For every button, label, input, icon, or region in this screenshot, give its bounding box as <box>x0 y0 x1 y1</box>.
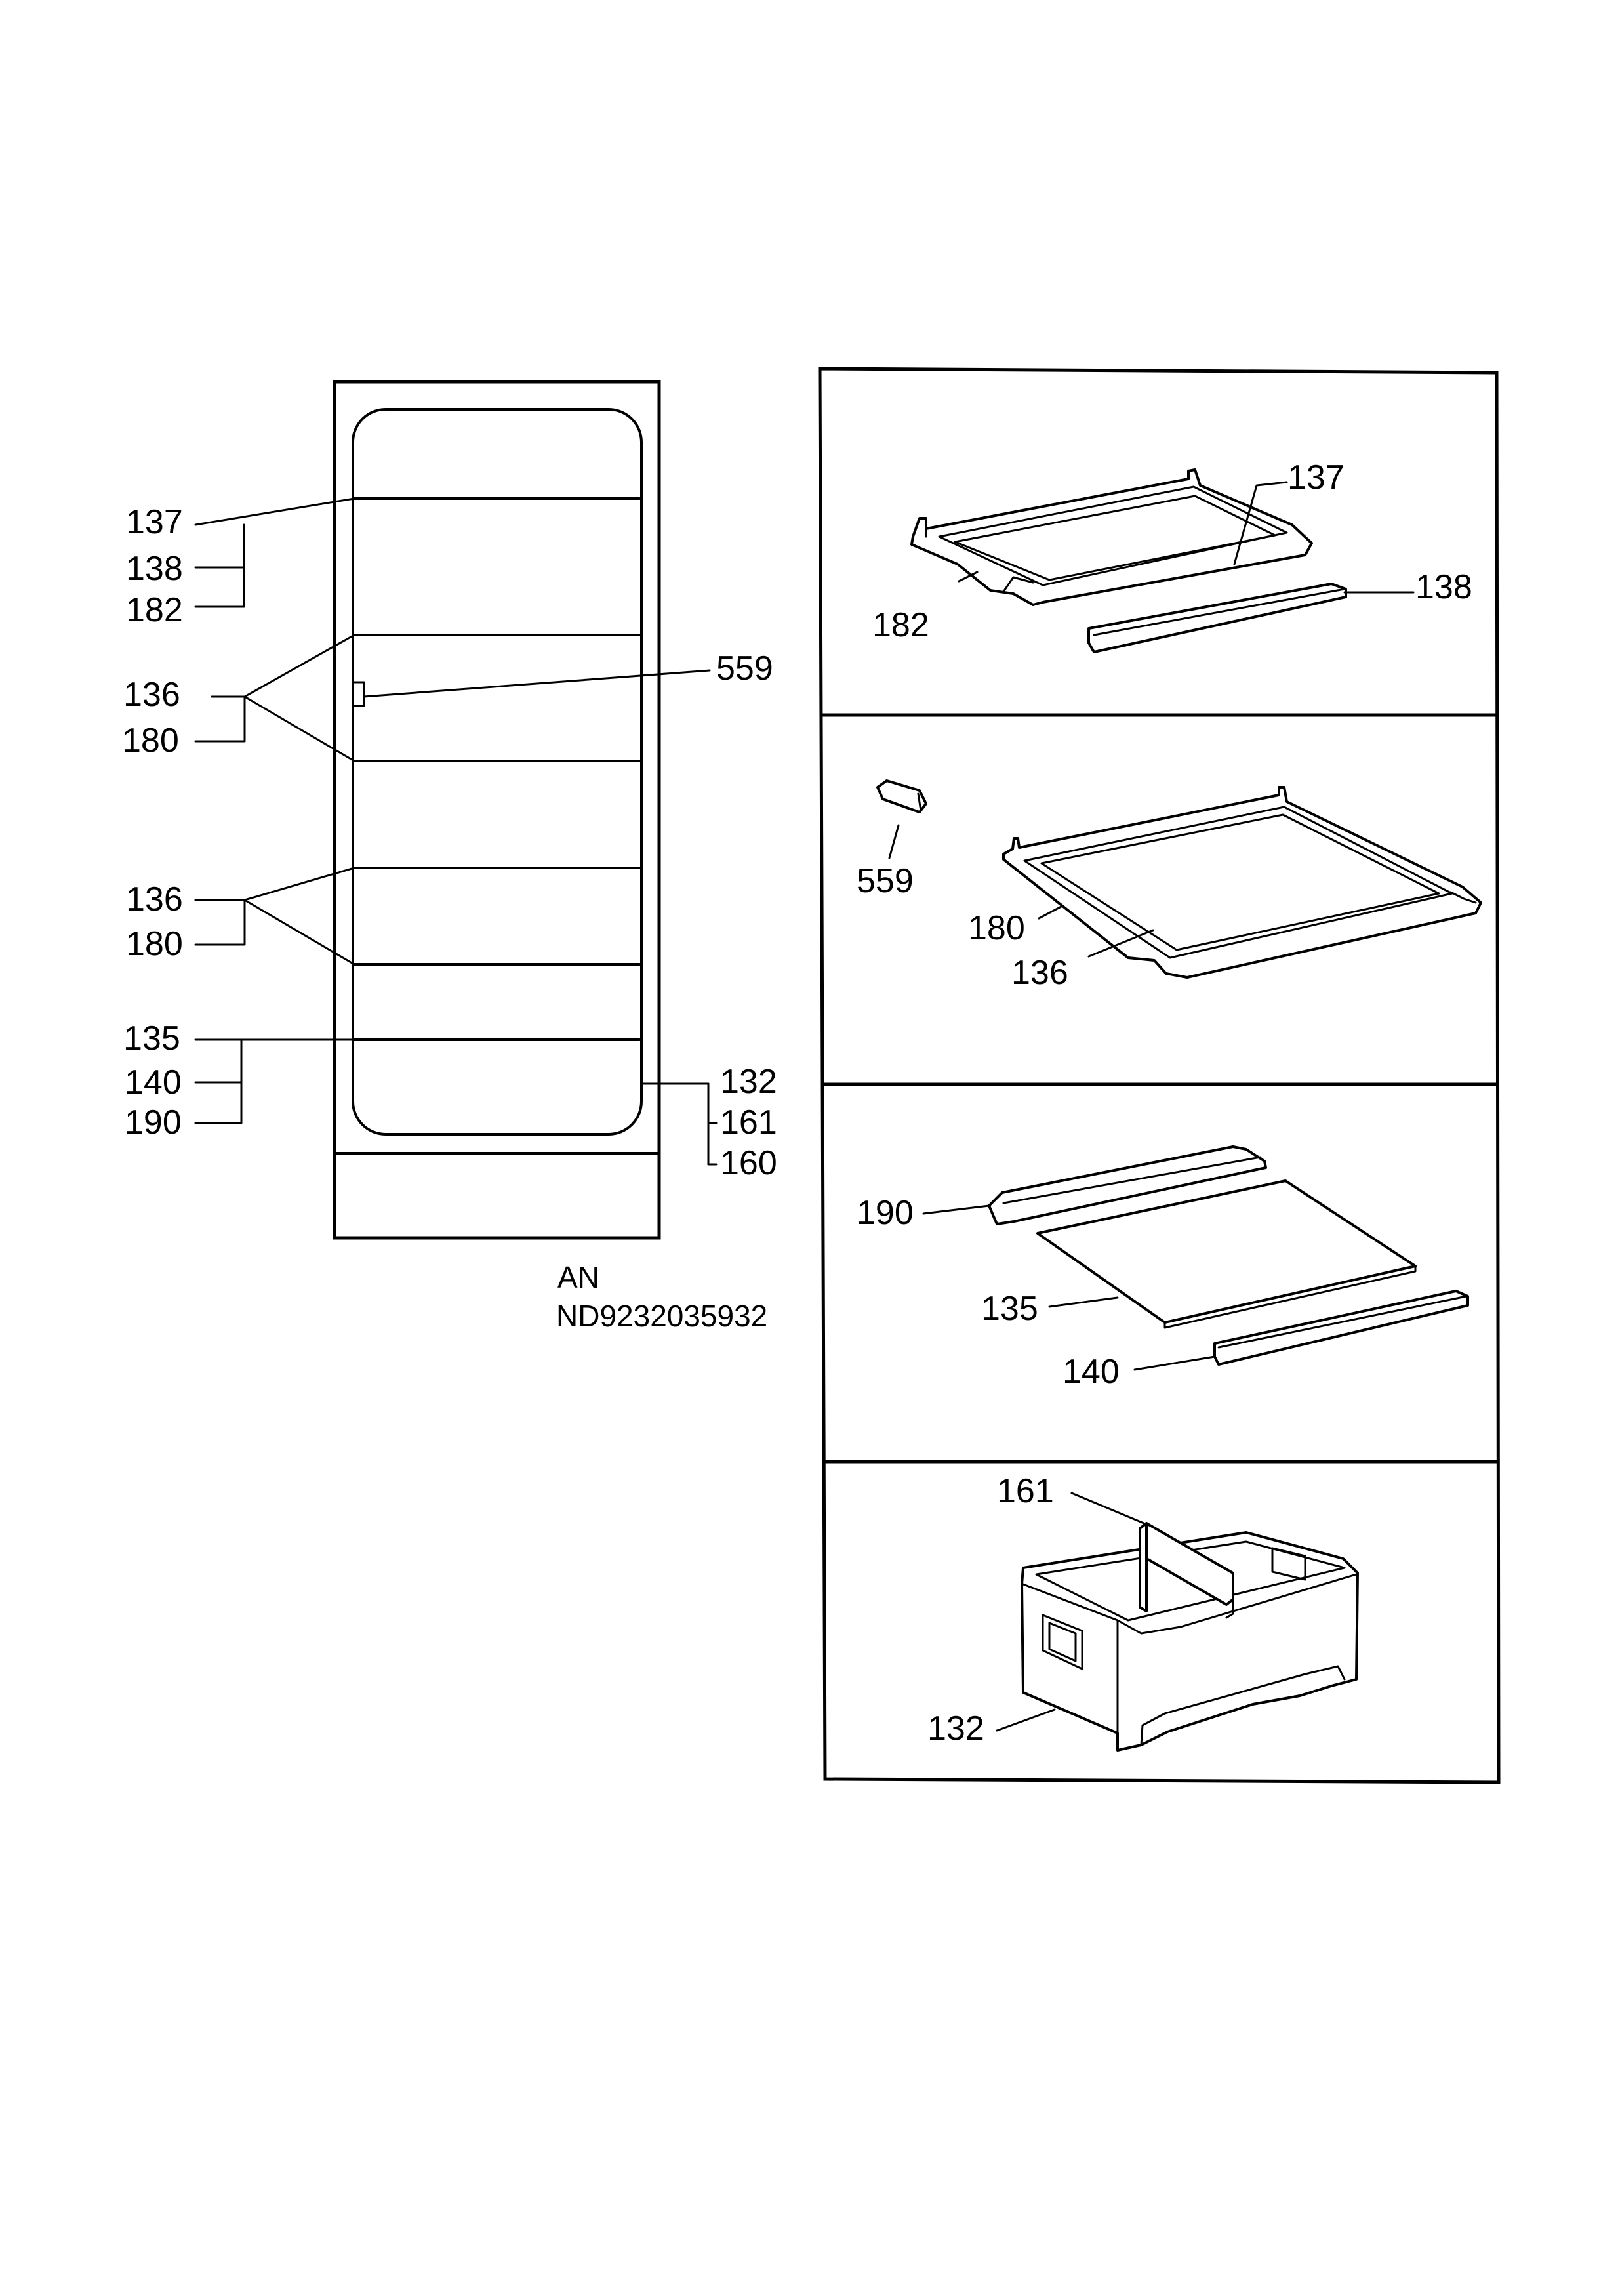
p2-label-180: 180 <box>968 909 1025 947</box>
ov-label-190: 190 <box>125 1103 182 1141</box>
ov-label-136-upper: 136 <box>123 676 180 714</box>
p3-label-135: 135 <box>981 1290 1038 1328</box>
exploded-panels: 137 182 138 559 180 136 <box>818 367 1501 1784</box>
p4-label-132: 132 <box>927 1710 984 1748</box>
cabinet-outline <box>333 380 661 1240</box>
ov-label-160: 160 <box>720 1144 777 1182</box>
shelf-frame-180-drawing <box>1002 786 1482 979</box>
p2-label-559: 559 <box>857 862 914 900</box>
overview-leaders <box>194 497 718 1166</box>
p1-label-182: 182 <box>872 606 929 644</box>
panel-2-mid-shelf: 559 180 136 <box>857 779 1482 992</box>
p1-label-138: 138 <box>1415 568 1472 606</box>
drawer-132-drawing <box>1021 1531 1359 1752</box>
strip-138-drawing <box>1087 583 1347 653</box>
strip-190-drawing <box>988 1145 1267 1225</box>
ov-label-135: 135 <box>123 1019 180 1057</box>
ov-label-132: 132 <box>720 1063 777 1101</box>
p1-label-137: 137 <box>1287 459 1345 497</box>
ov-label-138: 138 <box>126 550 183 588</box>
ov-label-182: 182 <box>126 591 183 629</box>
p3-label-190: 190 <box>857 1194 914 1232</box>
ov-label-137: 137 <box>126 503 183 541</box>
ov-label-161: 161 <box>720 1103 777 1141</box>
clip-559-drawing <box>876 779 927 813</box>
p3-label-140: 140 <box>1062 1353 1120 1391</box>
panel-4-crisper-drawer: 161 132 <box>927 1472 1359 1752</box>
ov-label-559: 559 <box>716 649 773 687</box>
glass-136-drawing <box>1040 813 1440 951</box>
p4-label-161: 161 <box>997 1472 1054 1510</box>
ov-label-140: 140 <box>125 1063 182 1101</box>
ov-label-180-lower: 180 <box>126 925 183 963</box>
cabinet-inner-liner <box>352 408 643 1136</box>
panels-frame <box>818 367 1501 1784</box>
glass-135-drawing <box>1036 1179 1417 1329</box>
cabinet-overview: 137 138 182 136 180 559 136 180 135 140 … <box>122 380 777 1333</box>
caption-model-number: ND9232035932 <box>556 1299 767 1333</box>
caption-an: AN <box>557 1260 599 1294</box>
clip-559-marker <box>352 681 365 707</box>
panel-3-bottom-shelf: 190 135 140 <box>857 1145 1469 1391</box>
glass-137-drawing <box>954 495 1276 581</box>
shelf-frame-182-drawing <box>910 468 1313 606</box>
divider-161-drawing <box>1139 1522 1234 1619</box>
ov-label-136-lower: 136 <box>126 880 183 918</box>
panel-1-top-shelf: 137 182 138 <box>872 459 1472 653</box>
p2-label-136: 136 <box>1011 954 1068 992</box>
ov-label-180-upper: 180 <box>122 722 179 760</box>
